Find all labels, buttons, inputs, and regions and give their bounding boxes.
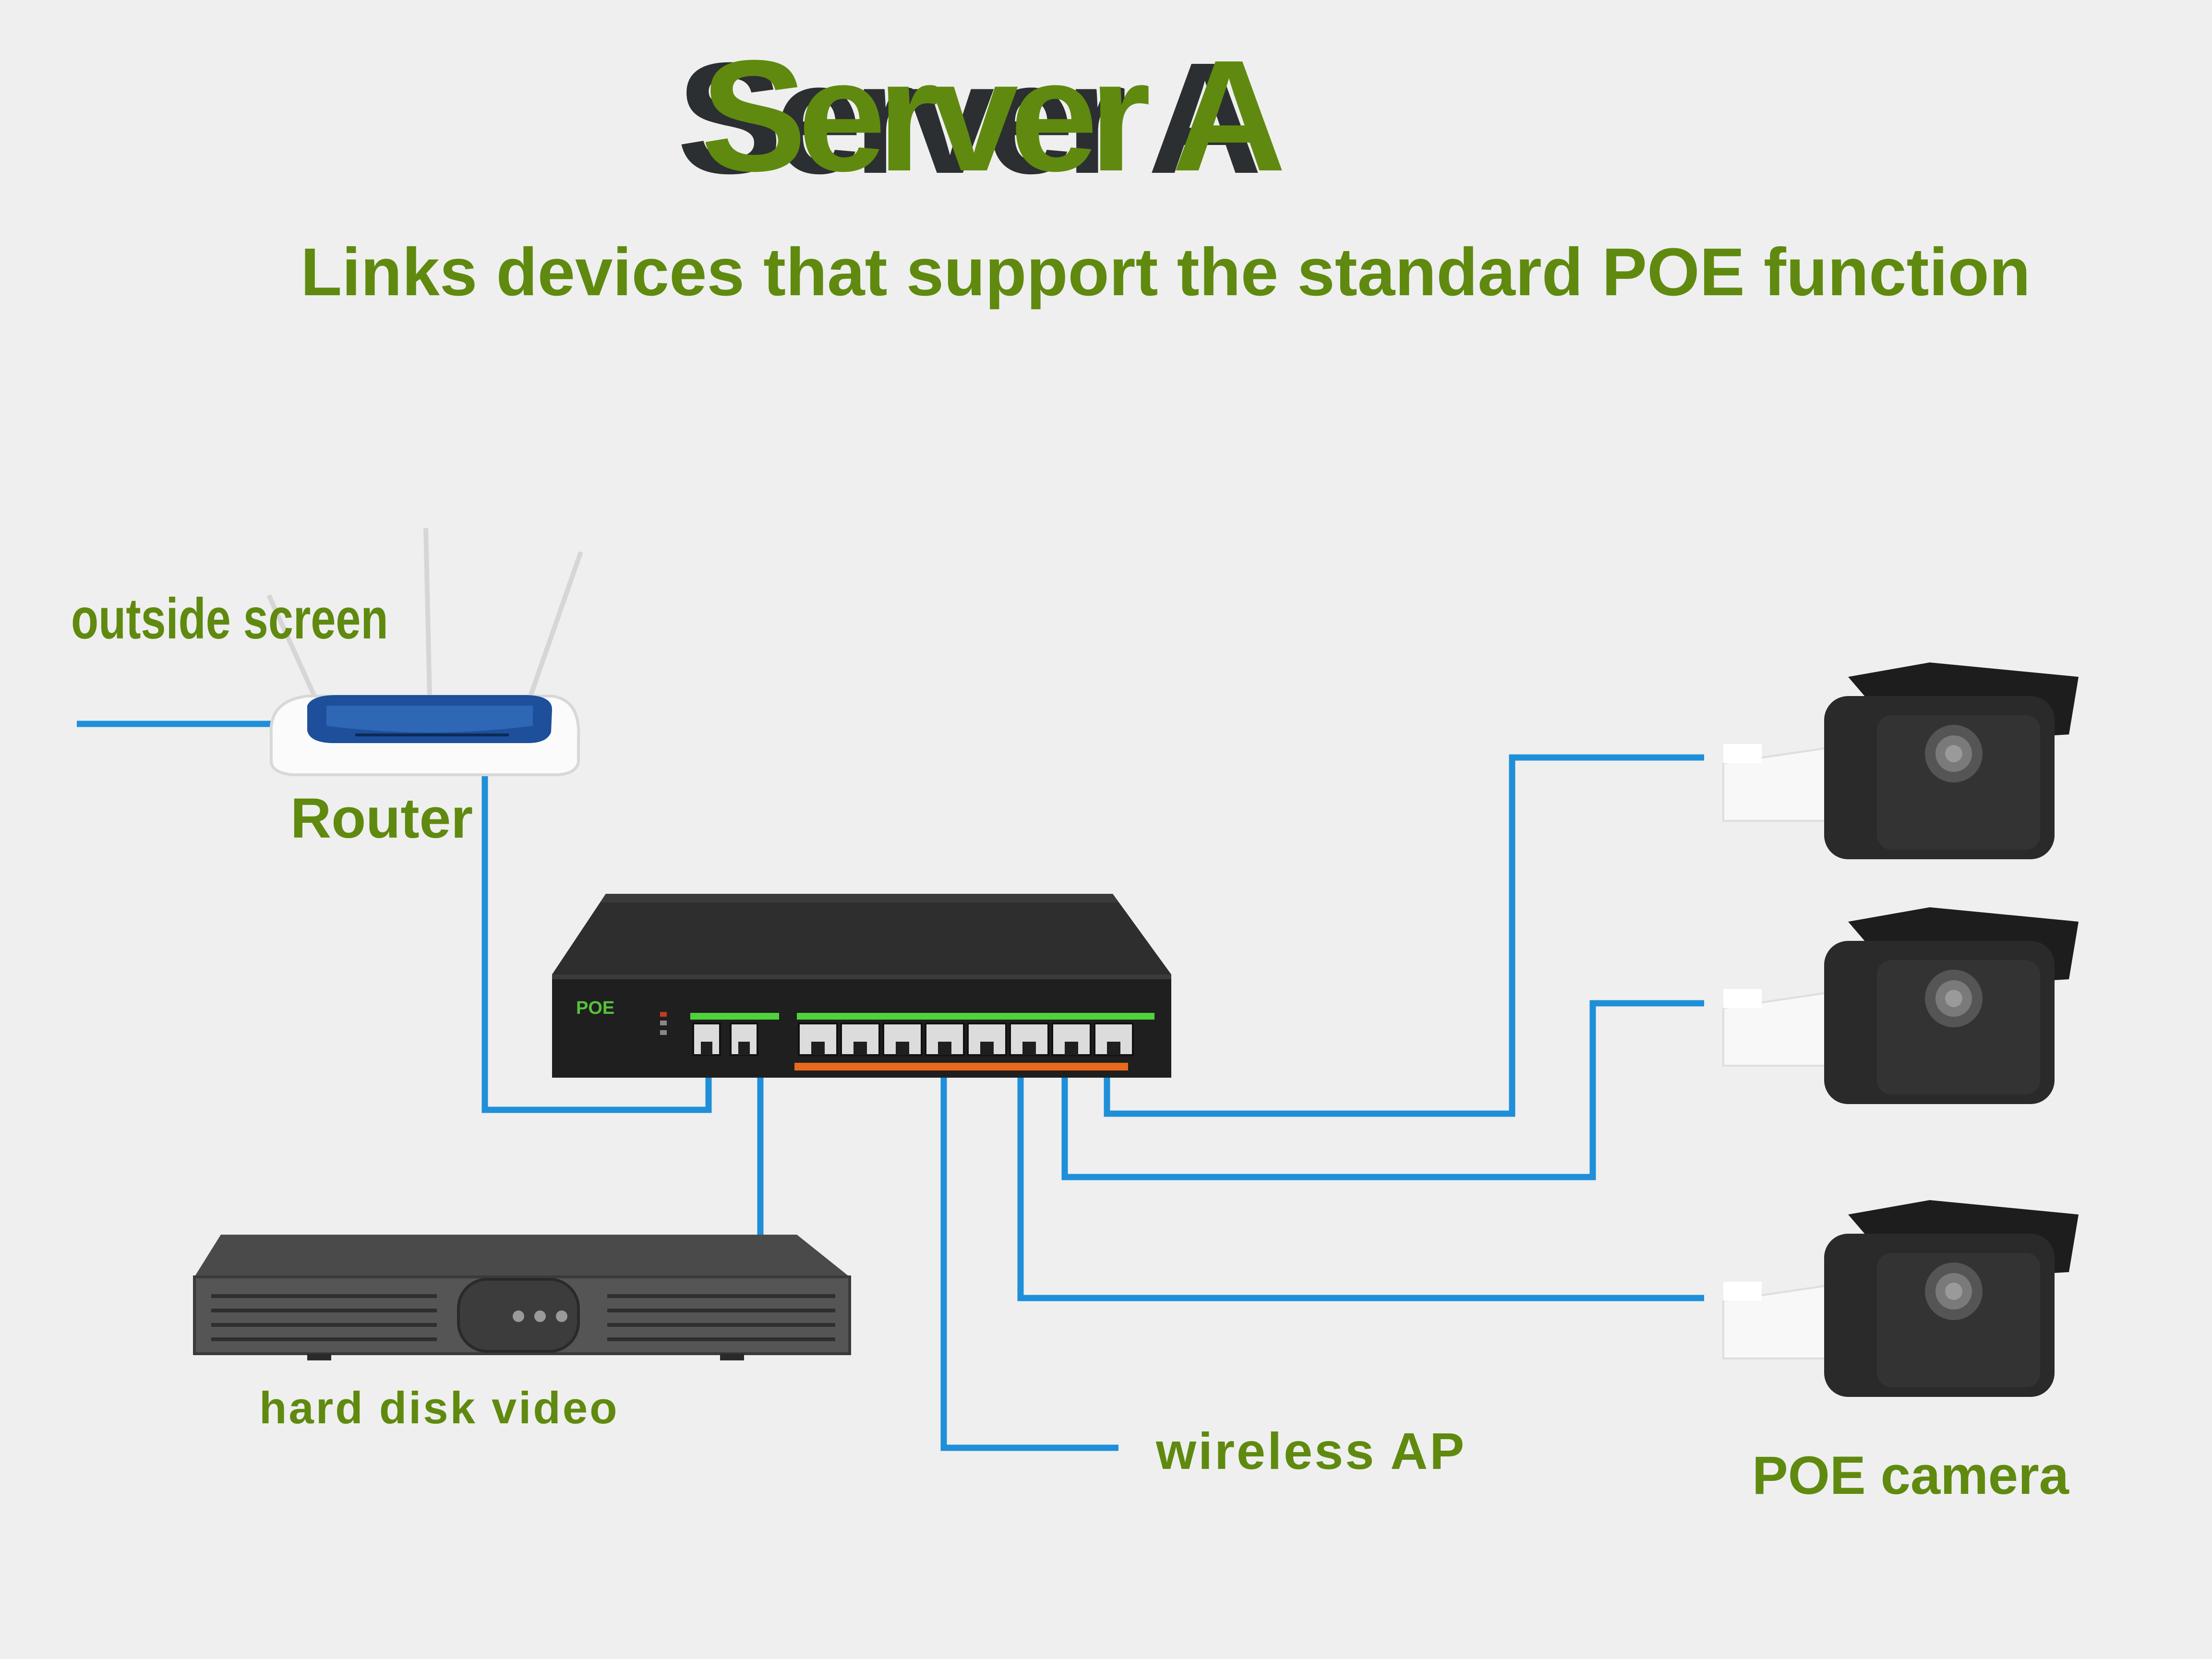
wireless-ap-label: wireless AP (1155, 1422, 1466, 1480)
router-label: Router (290, 787, 473, 850)
hard-disk-video-label: hard disk video (259, 1382, 619, 1433)
router-icon (266, 528, 583, 776)
page-subtitle: Links devices that support the standard … (301, 234, 2031, 310)
cable-switch-to-camera-1 (1104, 754, 1704, 1117)
camera-icon (1722, 662, 2079, 1397)
camera-2-icon (1722, 907, 2079, 1104)
cable-router-to-switch (481, 768, 712, 1113)
cables (77, 721, 1704, 1451)
outside-screen-label: outside screen (71, 587, 388, 651)
switch-brand-label: POE (576, 998, 614, 1018)
cable-switch-to-camera-2 (1061, 1000, 1704, 1180)
cable-switch-to-camera-3 (1017, 1070, 1704, 1301)
poe-switch-icon: POE (552, 894, 1171, 1078)
camera-1-icon (1722, 662, 2079, 859)
camera-3-icon (1722, 1200, 2079, 1397)
page-title: Server A Server A (677, 27, 1292, 206)
poe-camera-label: POE camera (1752, 1445, 2069, 1505)
svg-text:Server A: Server A (677, 29, 1259, 206)
dvr-icon (193, 1235, 851, 1360)
cable-switch-to-ap (940, 1070, 1118, 1451)
svg-text:Server A: Server A (701, 27, 1283, 204)
